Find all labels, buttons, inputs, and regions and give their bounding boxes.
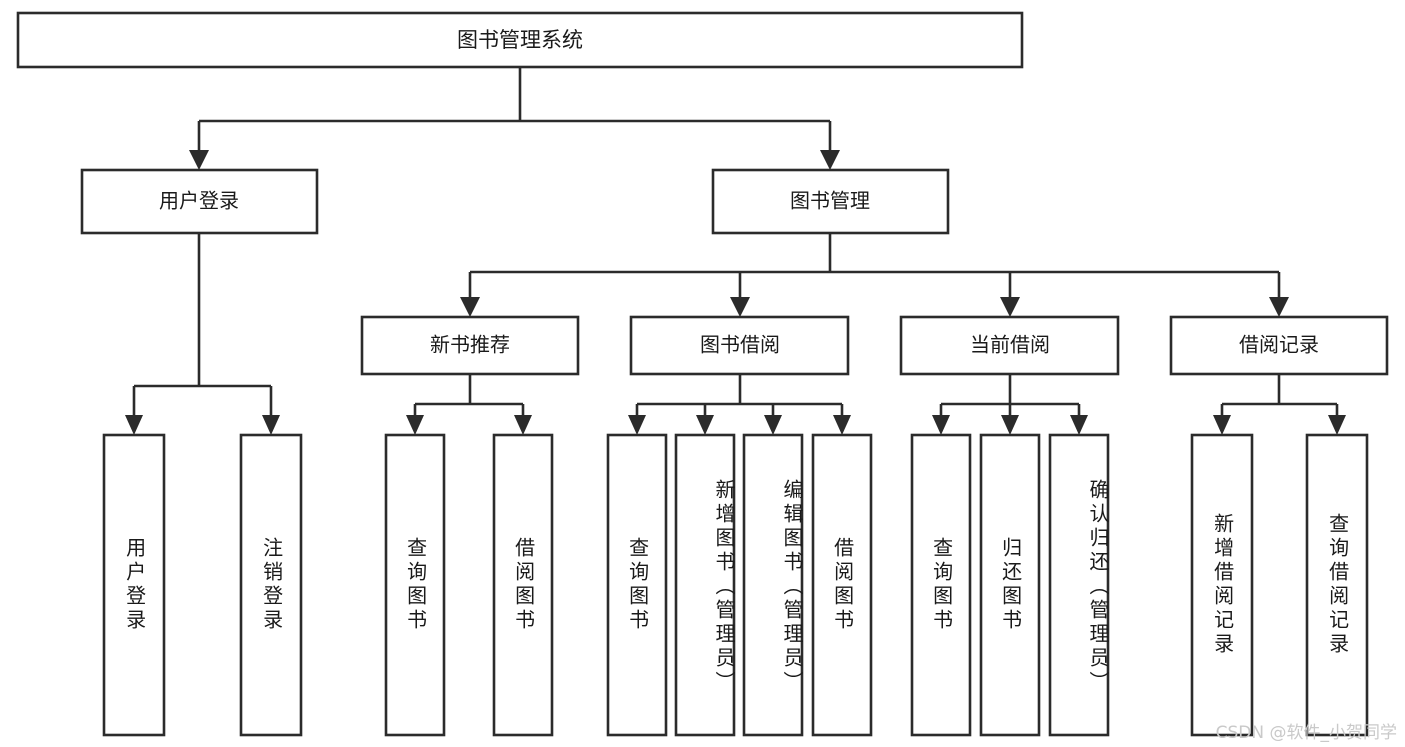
connector-group: [125, 67, 1346, 435]
node-book-manage[interactable]: 图书管理: [711, 168, 950, 235]
arrow-head-currentborrow-leaf-1: [932, 415, 950, 435]
arrow-head-book-borrow: [730, 297, 750, 317]
arrow-head-new-book: [460, 297, 480, 317]
node-borrow-record[interactable]: 借阅记录: [1169, 315, 1389, 376]
arrow-head-borrowrecord-leaf-1: [1213, 415, 1231, 435]
arrow-head-book-manage: [820, 150, 840, 170]
node-current-borrow-label: 当前借阅: [970, 333, 1050, 357]
arrow-head-currentborrow-leaf-3: [1070, 415, 1088, 435]
node-book-borrow-box[interactable]: [629, 315, 850, 376]
node-book-borrow[interactable]: 图书借阅: [629, 315, 850, 376]
arrow-head-borrowrecord-leaf-2: [1328, 415, 1346, 435]
node-user-login-label: 用户登录: [159, 189, 239, 213]
leaf-box-borrow-query-book[interactable]: [606, 433, 668, 737]
leaf-box-borrow-borrow-book[interactable]: [811, 433, 873, 737]
leaf-box-current-confirm-return[interactable]: [1048, 433, 1110, 737]
arrow-head-borrow-record: [1269, 297, 1289, 317]
arrow-head-newbook-leaf-2: [514, 415, 532, 435]
node-root-label: 图书管理系统: [457, 28, 583, 52]
leaf-box-user-login[interactable]: [102, 433, 166, 737]
arrow-head-newbook-leaf-1: [406, 415, 424, 435]
node-new-book-recommend-box[interactable]: [360, 315, 580, 376]
node-user-login-box[interactable]: [80, 168, 319, 235]
node-new-book-recommend[interactable]: 新书推荐: [360, 315, 580, 376]
leaf-box-current-return-book[interactable]: [979, 433, 1041, 737]
node-root-box[interactable]: [16, 11, 1024, 69]
leaf-box-newbook-borrow-book[interactable]: [492, 433, 554, 737]
arrow-head-bookborrow-leaf-1: [628, 415, 646, 435]
leaf-box-newbook-query-book[interactable]: [384, 433, 446, 737]
watermark-text: CSDN @软件_小贺同学: [1215, 723, 1397, 743]
arrow-head-currentborrow-leaf-2: [1001, 415, 1019, 435]
arrow-head-bookborrow-leaf-2: [696, 415, 714, 435]
arrow-head-current-borrow: [1000, 297, 1020, 317]
node-current-borrow[interactable]: 当前借阅: [899, 315, 1120, 376]
node-borrow-record-box[interactable]: [1169, 315, 1389, 376]
arrow-head-bookborrow-leaf-3: [764, 415, 782, 435]
arrow-head-bookborrow-leaf-4: [833, 415, 851, 435]
node-user-login[interactable]: 用户登录: [80, 168, 319, 235]
leaf-box-logout[interactable]: [239, 433, 303, 737]
node-book-borrow-label: 图书借阅: [700, 333, 780, 357]
node-new-book-recommend-label: 新书推荐: [430, 333, 510, 357]
node-current-borrow-box[interactable]: [899, 315, 1120, 376]
leaf-box-borrow-edit-book[interactable]: [742, 433, 804, 737]
arrow-head-leaf-user-login: [125, 415, 143, 435]
leaf-box-borrow-add-book[interactable]: [674, 433, 736, 737]
node-book-manage-label: 图书管理: [790, 189, 870, 213]
leaf-box-record-query-record[interactable]: [1305, 433, 1369, 737]
arrow-head-leaf-logout: [262, 415, 280, 435]
leaf-box-record-add-record[interactable]: [1190, 433, 1254, 737]
node-root[interactable]: 图书管理系统: [16, 11, 1024, 69]
node-book-manage-box[interactable]: [711, 168, 950, 235]
leaf-box-current-query-book[interactable]: [910, 433, 972, 737]
arrow-head-user-login: [189, 150, 209, 170]
node-borrow-record-label: 借阅记录: [1239, 333, 1319, 357]
